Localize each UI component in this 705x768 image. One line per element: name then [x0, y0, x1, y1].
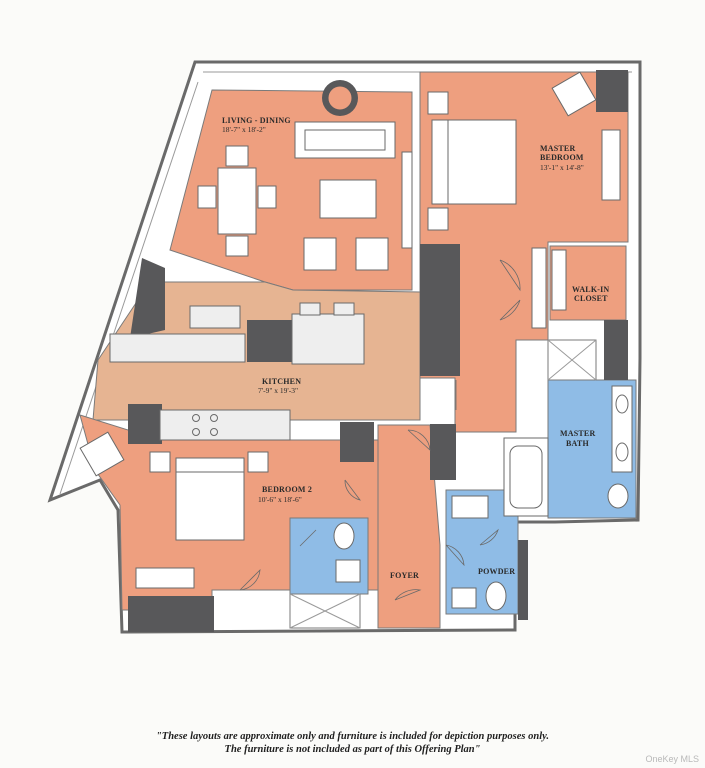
armchair: [303, 237, 337, 271]
pantry: [189, 305, 241, 329]
nightstand: [247, 451, 269, 473]
shower-2-diagonal-2: [289, 593, 361, 629]
powder-counter: [451, 587, 477, 609]
armchair: [551, 71, 597, 117]
floor-plan: LIVING - DINING 18'-7" x 18'-2" MASTER B…: [47, 60, 642, 634]
bath-vanity: [335, 559, 361, 583]
column: [128, 404, 162, 444]
master-bed-headboard: [431, 119, 449, 205]
shower-diagonal-2: [547, 339, 597, 381]
living-dining-label: LIVING - DINING: [222, 116, 291, 125]
bedroom-2-label: BEDROOM 2: [262, 485, 312, 494]
dining-chair: [197, 185, 217, 209]
sink: [615, 442, 629, 462]
column: [420, 244, 460, 376]
coffee-table: [319, 179, 377, 219]
column: [247, 320, 292, 362]
kitchen-counter: [109, 333, 246, 363]
round-table-top: [327, 85, 353, 111]
toilet: [333, 522, 355, 550]
column: [130, 258, 165, 338]
master-bath-label-2: BATH: [566, 439, 589, 448]
master-bed: [447, 119, 517, 205]
door-swings: [239, 259, 521, 601]
column: [518, 540, 528, 620]
master-bedroom-dims: 13'-1" x 14'-8": [540, 163, 584, 172]
master-bedroom-label-2: BEDROOM: [540, 153, 584, 162]
nightstand: [427, 91, 449, 115]
toilet: [485, 581, 507, 611]
bedroom-2-bath: [289, 517, 369, 595]
dresser: [601, 129, 621, 201]
living-dining-dims: 18'-7" x 18'-2": [222, 125, 266, 134]
bedroom-2-dims: 10'-6" x 18'-6": [258, 495, 302, 504]
armchair: [79, 431, 125, 477]
powder-label: POWDER: [478, 567, 515, 576]
sofa-cushion: [304, 129, 386, 151]
walk-in-closet-label-2: CLOSET: [574, 294, 608, 303]
closet-shelf: [551, 249, 567, 311]
floor-plan-drawing: LIVING - DINING 18'-7" x 18'-2" MASTER B…: [47, 60, 642, 634]
armchair: [355, 237, 389, 271]
column: [128, 596, 214, 632]
disclaimer-line-1: "These layouts are approximate only and …: [155, 731, 550, 742]
toilet: [607, 483, 629, 509]
watermark: OneKey MLS: [645, 754, 699, 764]
dresser: [135, 567, 195, 589]
column: [604, 320, 628, 380]
kitchen-label: KITCHEN: [262, 377, 301, 386]
master-bath-label-1: MASTER: [560, 429, 595, 438]
bar-stool: [299, 302, 321, 316]
disclaimer: "These layouts are approximate only and …: [0, 730, 705, 756]
kitchen-island: [291, 313, 365, 365]
bathtub-basin: [509, 445, 543, 509]
column: [340, 422, 374, 462]
media-console: [401, 151, 413, 249]
kitchen-dims: 7'-9" x 19'-3": [258, 386, 298, 395]
foyer-label: FOYER: [390, 571, 419, 580]
cooktop-burners: [192, 414, 218, 436]
column: [430, 424, 456, 480]
bedroom-2-headboard: [175, 457, 245, 473]
dining-table: [217, 167, 257, 235]
dining-chair: [225, 235, 249, 257]
master-bedroom-label-1: MASTER: [540, 144, 575, 153]
powder-vanity: [451, 495, 489, 519]
dining-chair: [257, 185, 277, 209]
dining-chair: [225, 145, 249, 167]
sink: [615, 394, 629, 414]
closet-rod: [531, 247, 547, 329]
bar-stool: [333, 302, 355, 316]
nightstand: [427, 207, 449, 231]
column: [596, 70, 628, 112]
nightstand: [149, 451, 171, 473]
cooktop-counter: [159, 409, 291, 441]
walk-in-closet-label-1: WALK-IN: [572, 285, 609, 294]
foyer-room: [377, 424, 441, 629]
disclaimer-line-2: The furniture is not included as part of…: [224, 744, 481, 755]
